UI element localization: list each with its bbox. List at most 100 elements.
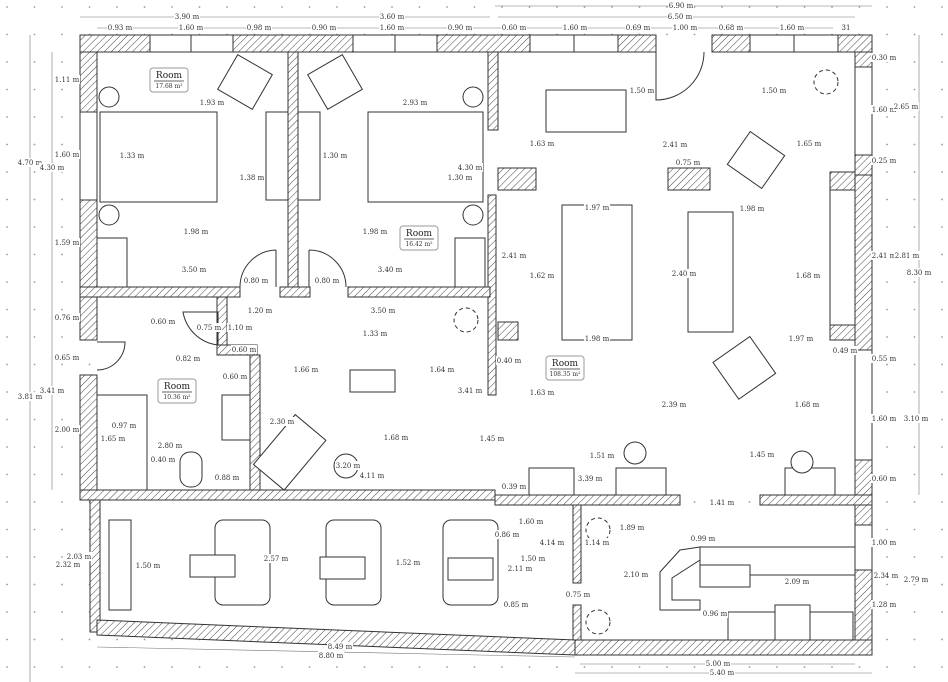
dimension-label: 4.30 m xyxy=(458,164,483,172)
dimension-label: 2.39 m xyxy=(662,401,687,409)
dimension-label: 2.10 m xyxy=(624,571,649,579)
dimension-label-bg xyxy=(518,517,544,526)
dimension-label-bg xyxy=(906,268,932,277)
dimension-label-bg xyxy=(222,372,248,381)
dimension-label-bg xyxy=(562,23,588,32)
dimension-label-bg xyxy=(668,1,694,10)
dimension-label-bg xyxy=(239,173,265,182)
dimension-label-bg xyxy=(429,365,455,374)
dimension-label: 1.52 m xyxy=(396,559,421,567)
dimension-label: 0.55 m xyxy=(872,355,897,363)
dimension-label-bg xyxy=(503,600,529,609)
dimension-label: 3.90 m xyxy=(175,13,200,21)
dimension-label: 0.40 m xyxy=(497,357,522,365)
armchair xyxy=(712,335,777,400)
dimension-label: 1.60 m xyxy=(55,151,80,159)
dimension-label-bg xyxy=(871,105,897,114)
room-name: Room xyxy=(552,359,579,369)
kitchen-sink xyxy=(774,604,811,641)
dimension-label-bg xyxy=(135,561,161,570)
dimension-label-bg xyxy=(494,530,520,539)
dimension-label-bg xyxy=(370,306,396,315)
dimension-label: 1.60 m xyxy=(780,24,805,32)
dimension-label-bg xyxy=(178,23,204,32)
dimension-label: 1.68 m xyxy=(795,401,820,409)
room-name: Room xyxy=(156,71,183,81)
dimension-label-bg xyxy=(871,53,897,62)
dimension-label: 3.20 m xyxy=(336,462,361,470)
dimension-label: 3.41 m xyxy=(40,387,65,395)
dimension-label-bg xyxy=(457,386,483,395)
dimension-label: 3.50 m xyxy=(371,307,396,315)
dimension-label: 0.80 m xyxy=(315,277,340,285)
dimension-label: 1.65 m xyxy=(101,435,126,443)
dimension-label-bg xyxy=(894,251,920,260)
dimension-label: 1.11 m xyxy=(55,76,80,84)
dimension-label-bg xyxy=(157,441,183,450)
dimension-label: 1.98 m xyxy=(363,228,388,236)
dimension-label-bg xyxy=(359,471,385,480)
dimension-label: 2.32 m xyxy=(56,561,81,569)
dimension-label: 0.60 m xyxy=(223,373,248,381)
dimension-label: 1.65 m xyxy=(797,140,822,148)
dimension-label-bg xyxy=(584,203,610,212)
dimension-label: 0.40 m xyxy=(151,456,176,464)
dimension-label: 2.41 m xyxy=(502,252,527,260)
dimension-label: 0.90 m xyxy=(448,24,473,32)
dimension-label: 1.98 m xyxy=(184,228,209,236)
dimension-label: 3.10 m xyxy=(904,415,929,423)
dimension-label-bg xyxy=(761,86,787,95)
dimension-label-bg xyxy=(501,251,527,260)
dimension-label: 1.41 m xyxy=(710,499,735,507)
dimension-label-bg xyxy=(662,140,688,149)
table xyxy=(545,89,627,133)
dimension-label-bg xyxy=(788,334,814,343)
dimension-label-bg xyxy=(231,345,257,354)
dimension-label-bg xyxy=(871,251,897,260)
dimension-label: 0.60 m xyxy=(232,346,257,354)
dimension-label: 8.49 m xyxy=(328,643,353,651)
dimension-label: 2.30 m xyxy=(270,418,295,426)
dimension-label: 0.60 m xyxy=(872,475,897,483)
dimension-label: 1.00 m xyxy=(872,539,897,547)
doors[interactable] xyxy=(96,35,705,371)
dimension-label-bg xyxy=(675,158,701,167)
dimension-label-bg xyxy=(447,23,473,32)
dimension-label-bg xyxy=(362,329,388,338)
dimension-label: 0.86 m xyxy=(495,531,520,539)
dimension-label-bg xyxy=(501,482,527,491)
dimension-label: 0.75 m xyxy=(676,159,701,167)
dimension-label: 4.11 m xyxy=(360,472,385,480)
dimension-label: 0.49 m xyxy=(833,347,858,355)
dimension-label-bg xyxy=(796,139,822,148)
dimension-label: 1.89 m xyxy=(620,524,645,532)
dimension-label: 3.41 m xyxy=(458,387,483,395)
dimension-label: 1.60 m xyxy=(380,24,405,32)
dimension-label-bg xyxy=(54,313,80,322)
dimension-label-bg xyxy=(584,538,610,547)
dimension-label: 1.68 m xyxy=(796,272,821,280)
room-area: 17.68 m² xyxy=(155,83,183,90)
dimension-label-bg xyxy=(395,558,421,567)
dimension-label-bg xyxy=(55,560,81,569)
dimension-label: 0.90 m xyxy=(312,24,337,32)
dimension-label-bg xyxy=(447,173,473,182)
dimension-label: 0.93 m xyxy=(108,24,133,32)
dimension-label: 0.99 m xyxy=(691,535,716,543)
dimension-label: 1.64 m xyxy=(430,366,455,374)
dimension-label: 0.69 m xyxy=(626,24,651,32)
dimension-label: 0.82 m xyxy=(176,355,201,363)
dimension-label-bg xyxy=(335,461,361,470)
room-name: Room xyxy=(406,229,433,239)
dimension-label-bg xyxy=(379,23,405,32)
dimension-label-bg xyxy=(903,414,929,423)
dimension-label-bg xyxy=(243,276,269,285)
dimension-label: 0.75 m xyxy=(566,591,591,599)
dimension-label-bg xyxy=(871,414,897,423)
dimension-label: 1.60 m xyxy=(179,24,204,32)
dimension-label: 0.68 m xyxy=(719,24,744,32)
dimension-label: 4.70 m xyxy=(18,159,43,167)
sink xyxy=(221,394,251,441)
recliner xyxy=(252,413,327,491)
